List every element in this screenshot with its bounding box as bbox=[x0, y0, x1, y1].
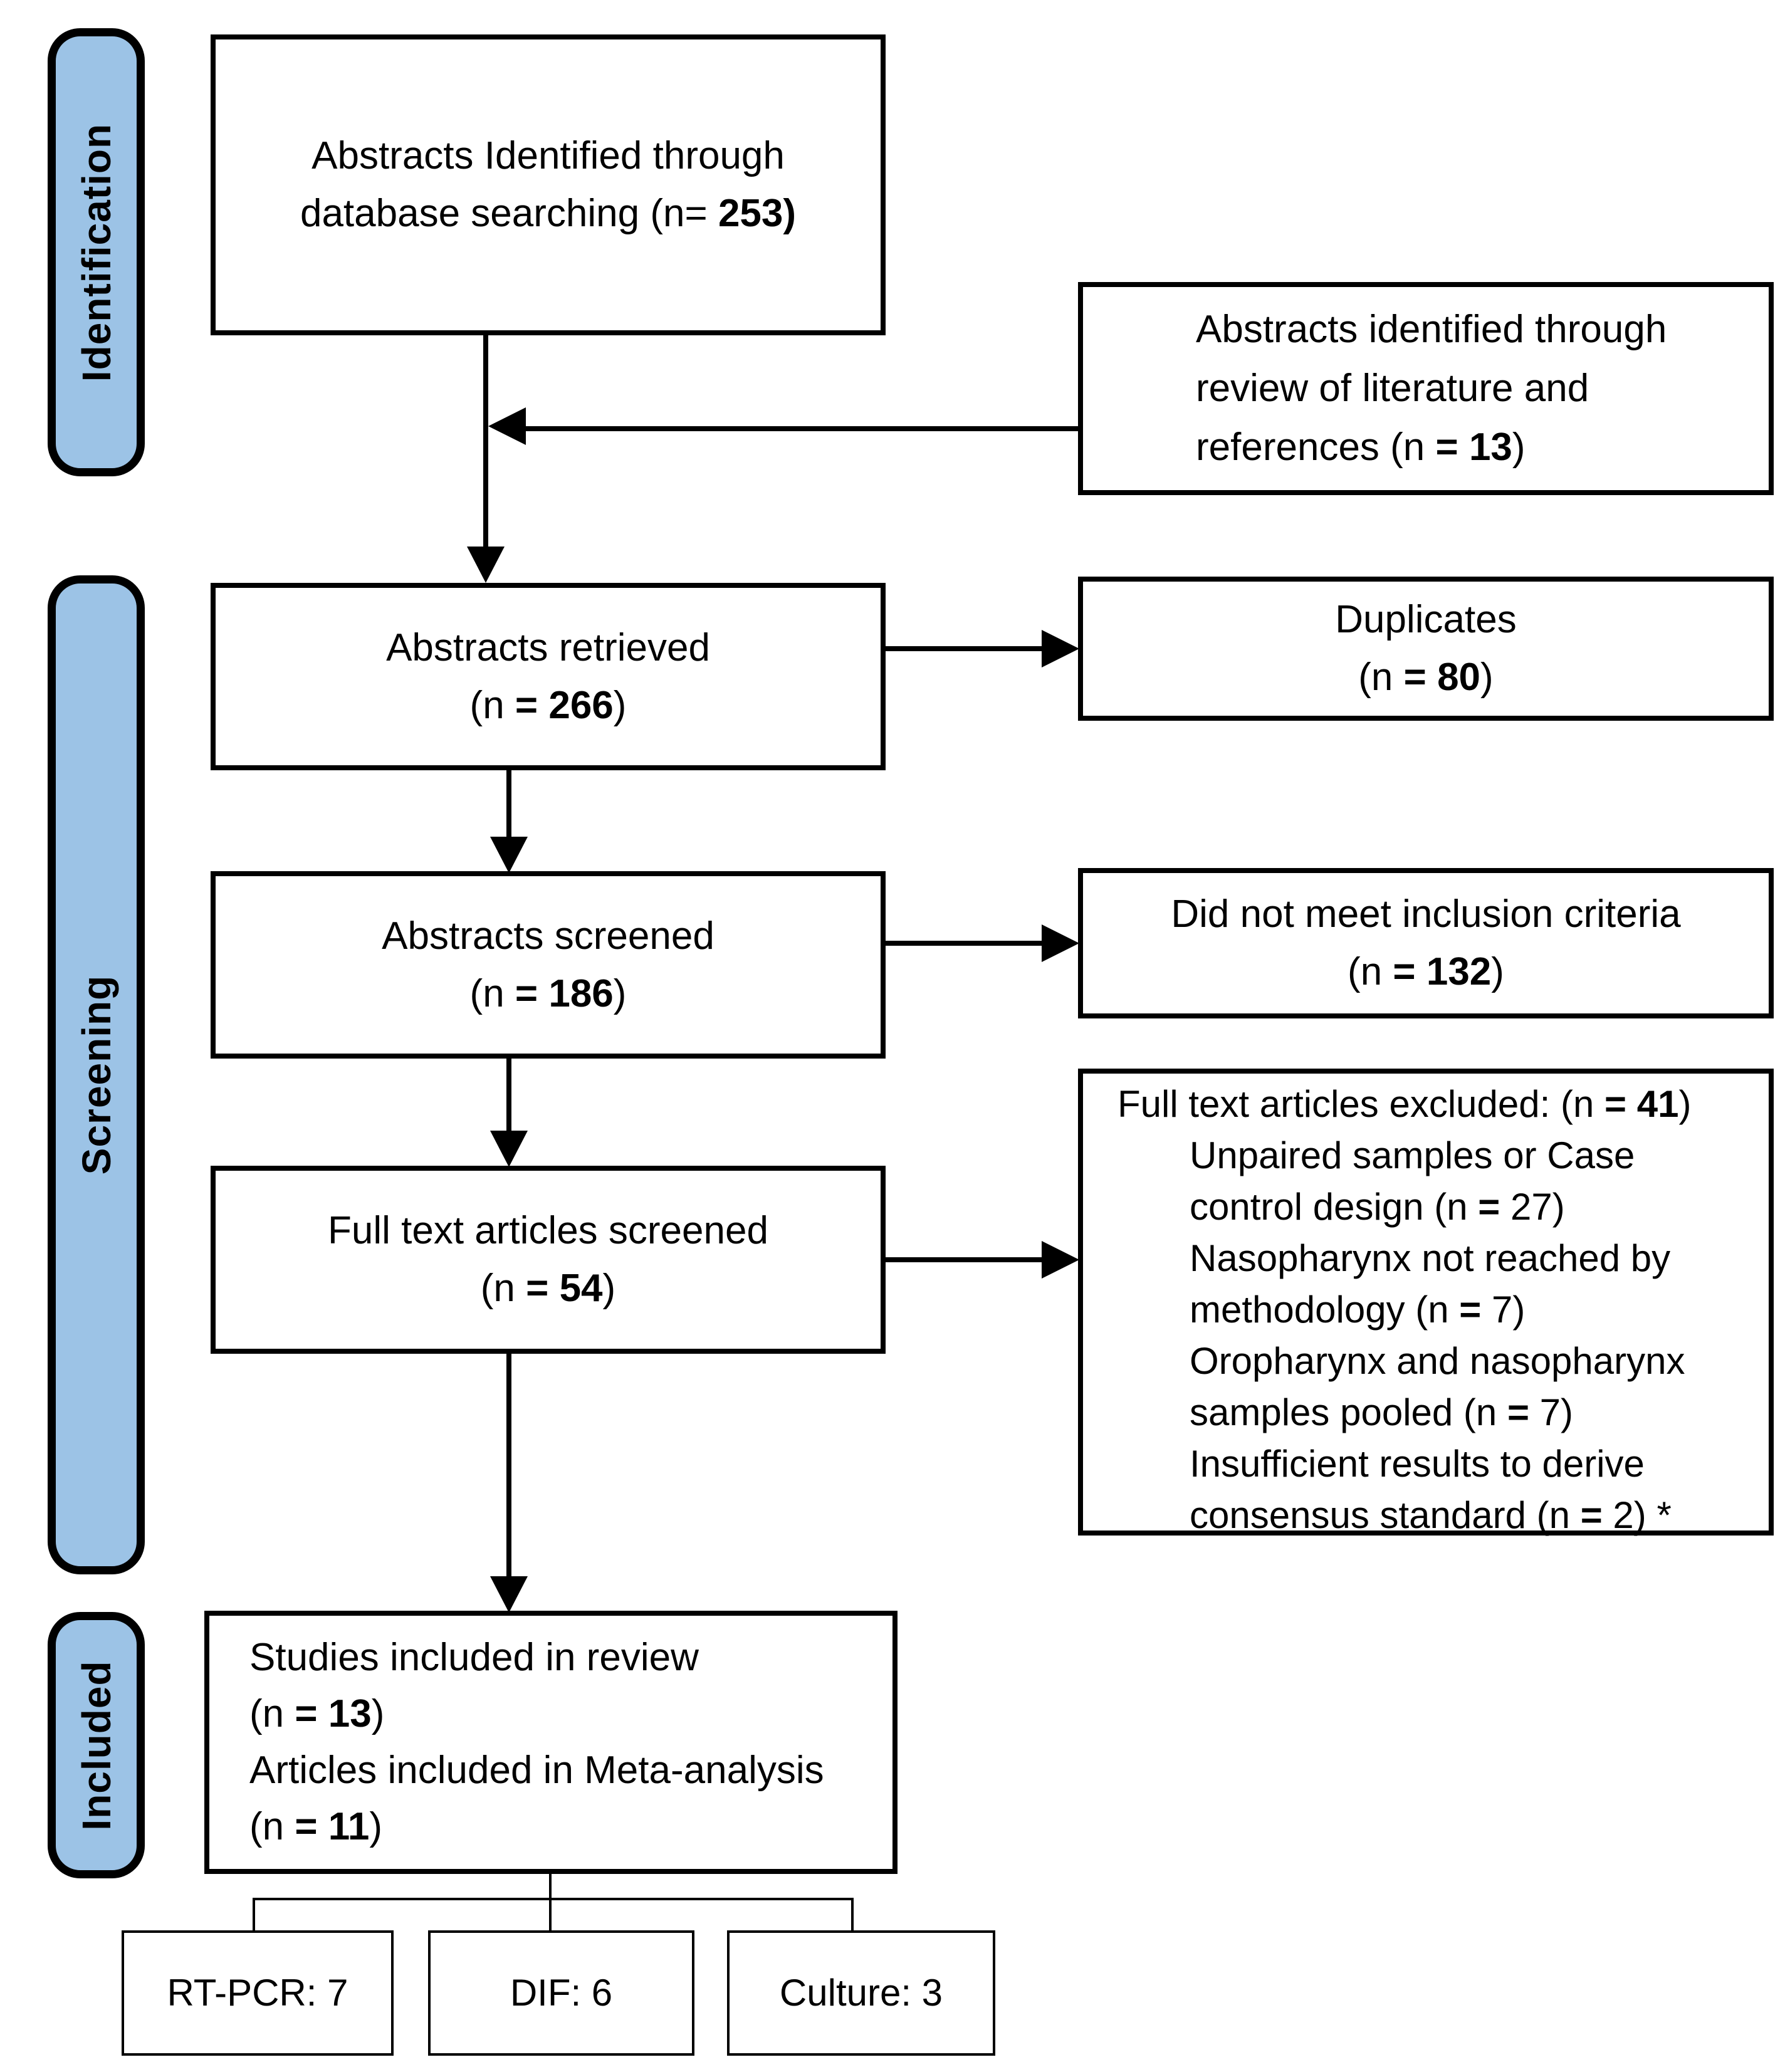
branch-stub-from-included bbox=[549, 1873, 552, 1900]
flow-box-abstracts-retrieved: Abstracts retrieved(n = 266) bbox=[211, 583, 886, 770]
arrowhead-litreview-to-mainline bbox=[488, 407, 526, 445]
arrowhead-retrieved-to-duplicates bbox=[1042, 630, 1079, 667]
stage-label-screening: Screening bbox=[48, 575, 145, 1574]
connector-fulltext-to-included bbox=[506, 1354, 511, 1576]
branch-drop-culture bbox=[851, 1898, 854, 1933]
stage-label-identification: Identification bbox=[48, 28, 145, 476]
side-box-duplicates-text: Duplicates(n = 80) bbox=[1335, 598, 1517, 699]
side-box-fulltext-excluded-text: Full text articles excluded: (n = 41)Unp… bbox=[1117, 1083, 1692, 1536]
branch-drop-rtpcr bbox=[253, 1898, 255, 1933]
stage-label-included: Included bbox=[48, 1612, 145, 1878]
flow-box-studies-included-text: Studies included in review(n = 13)Articl… bbox=[249, 1636, 824, 1848]
branch-horizontal-line bbox=[253, 1898, 854, 1900]
connector-screened-to-fulltext bbox=[506, 1059, 511, 1131]
branch-drop-dif bbox=[549, 1898, 552, 1933]
stage-label-screening-text: Screening bbox=[73, 975, 119, 1175]
connector-litreview-to-mainline bbox=[526, 426, 1078, 431]
flow-box-abstracts-screened-text: Abstracts screened(n = 186) bbox=[382, 914, 714, 1015]
method-box-culture-text: Culture: 3 bbox=[779, 1972, 943, 2014]
flow-box-studies-included: Studies included in review(n = 13)Articl… bbox=[204, 1611, 898, 1874]
arrowhead-fulltext-to-included bbox=[490, 1576, 528, 1613]
connector-fulltext-to-excluded bbox=[886, 1257, 1042, 1262]
side-box-duplicates: Duplicates(n = 80) bbox=[1078, 577, 1774, 721]
side-box-fulltext-excluded: Full text articles excluded: (n = 41)Unp… bbox=[1078, 1069, 1774, 1536]
method-box-dif: DIF: 6 bbox=[428, 1930, 694, 2056]
flow-box-abstracts-retrieved-text: Abstracts retrieved(n = 266) bbox=[386, 625, 710, 727]
flow-box-abstracts-screened: Abstracts screened(n = 186) bbox=[211, 871, 886, 1059]
arrowhead-retrieved-to-screened bbox=[490, 837, 528, 873]
connector-retrieved-to-screened bbox=[506, 770, 511, 837]
method-box-rtpcr-text: RT-PCR: 7 bbox=[167, 1972, 348, 2014]
arrowhead-screened-to-fulltext bbox=[490, 1131, 528, 1167]
connector-retrieved-to-duplicates bbox=[886, 646, 1042, 651]
stage-label-included-text: Included bbox=[73, 1660, 119, 1831]
stage-label-identification-text: Identification bbox=[73, 123, 119, 382]
flow-box-fulltext-screened-text: Full text articles screened(n = 54) bbox=[328, 1209, 768, 1310]
connector-db-to-retrieved bbox=[483, 335, 488, 547]
side-box-not-inclusion-criteria: Did not meet inclusion criteria(n = 132) bbox=[1078, 868, 1774, 1018]
method-box-culture: Culture: 3 bbox=[727, 1930, 995, 2056]
flow-box-fulltext-screened: Full text articles screened(n = 54) bbox=[211, 1166, 886, 1354]
method-box-dif-text: DIF: 6 bbox=[510, 1972, 613, 2014]
arrowhead-screened-to-notinclusion bbox=[1042, 924, 1079, 962]
connector-screened-to-notinclusion bbox=[886, 941, 1042, 946]
method-box-rtpcr: RT-PCR: 7 bbox=[122, 1930, 394, 2056]
arrowhead-db-to-retrieved bbox=[467, 547, 505, 583]
side-box-not-inclusion-criteria-text: Did not meet inclusion criteria(n = 132) bbox=[1171, 892, 1681, 993]
arrowhead-fulltext-to-excluded bbox=[1042, 1241, 1079, 1279]
